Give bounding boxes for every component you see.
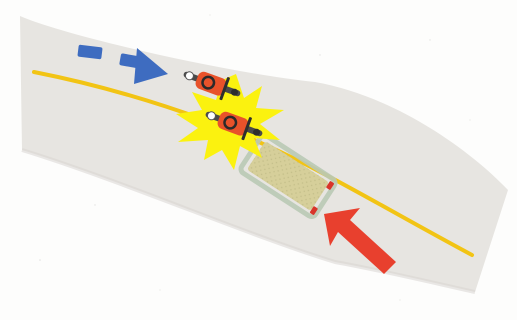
paper-texture bbox=[39, 14, 471, 301]
motorcycle-2 bbox=[205, 111, 263, 141]
motorcycle-direction-arrow bbox=[77, 44, 168, 84]
road-edge-shade bbox=[21, 148, 476, 294]
vehicle-direction-arrow bbox=[324, 208, 396, 274]
motorcycle-1 bbox=[183, 71, 241, 101]
